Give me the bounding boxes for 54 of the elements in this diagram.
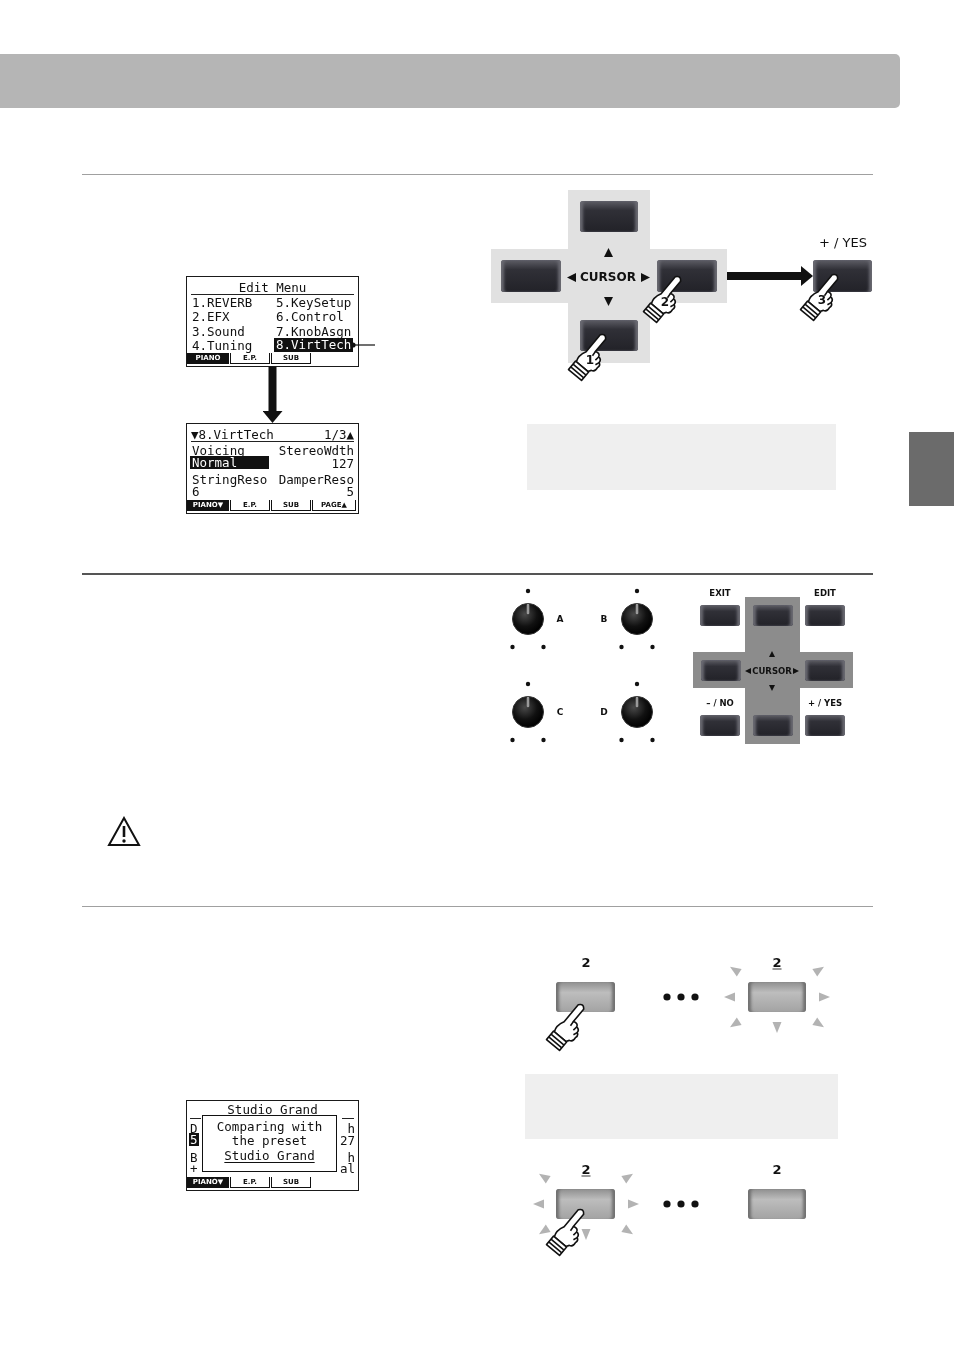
display-text: 5.KeySetup (276, 295, 352, 309)
leader-line (350, 342, 376, 348)
lcd-screen (186, 423, 359, 514)
button-label: + / YES (807, 697, 843, 710)
button-label: EXIT (709, 587, 731, 600)
step-number: 1 (585, 354, 595, 366)
display-text: B (190, 1150, 198, 1164)
display-text: Studio Grand (227, 1102, 318, 1116)
button-label: 2 (772, 1162, 782, 1178)
knob-label: A (556, 614, 564, 624)
display-text: 127 (331, 456, 354, 470)
display-text: D (190, 1121, 198, 1135)
display-text: Edit Menu (238, 280, 307, 294)
display-text: 1/3▲ (323, 427, 354, 441)
display-text: 1.REVERB (192, 295, 253, 309)
display-text: al (339, 1161, 355, 1175)
knob-label: B (600, 614, 608, 624)
display-text: 7.KnobAsgn (276, 324, 352, 338)
button-label: 2 (772, 955, 782, 971)
highlighted-item: Normal (190, 456, 269, 469)
display-text: DamperReso (278, 472, 354, 486)
display-text: Voicing (192, 443, 245, 457)
button-label: – / NO (706, 697, 734, 710)
display-text: h (347, 1150, 355, 1164)
pad-label: CURSOR (752, 666, 792, 676)
display-text: 2.EFX (192, 309, 230, 323)
message-text: Studio Grand (224, 1149, 315, 1163)
highlighted-item: 5 (189, 1133, 199, 1146)
button-label: EDIT (814, 587, 836, 600)
display-text: StereoWdth (278, 443, 354, 457)
display-text: 27 (339, 1133, 355, 1147)
pad-label: CURSOR (580, 271, 636, 283)
button-label: 2 (581, 955, 591, 971)
display-text: ▼8.VirtTech (191, 427, 274, 441)
step-number: 2 (660, 296, 670, 308)
display-text: 4.Tuning (192, 338, 253, 352)
block-arrow (727, 266, 813, 286)
display-text: h (347, 1121, 355, 1135)
knob-label: D (600, 707, 608, 717)
display-text: 5 (346, 484, 354, 498)
highlighted-item: 8.VirtTech (274, 338, 353, 352)
side-tab (909, 432, 954, 506)
display-text: StringReso (192, 472, 268, 486)
lcd-screen (186, 1100, 359, 1191)
display-text: 6 (192, 484, 200, 498)
button-label: + / YES (819, 234, 867, 252)
knob-label: C (556, 707, 564, 717)
lcd-screen (186, 276, 359, 367)
display-text: 3.Sound (192, 324, 245, 338)
button-label: 2 (581, 1162, 591, 1178)
popup-dialog (202, 1115, 337, 1172)
message-text: Comparing with the preset (215, 1120, 324, 1148)
display-text: + (190, 1161, 198, 1175)
display-text: 6.Control (276, 309, 344, 323)
